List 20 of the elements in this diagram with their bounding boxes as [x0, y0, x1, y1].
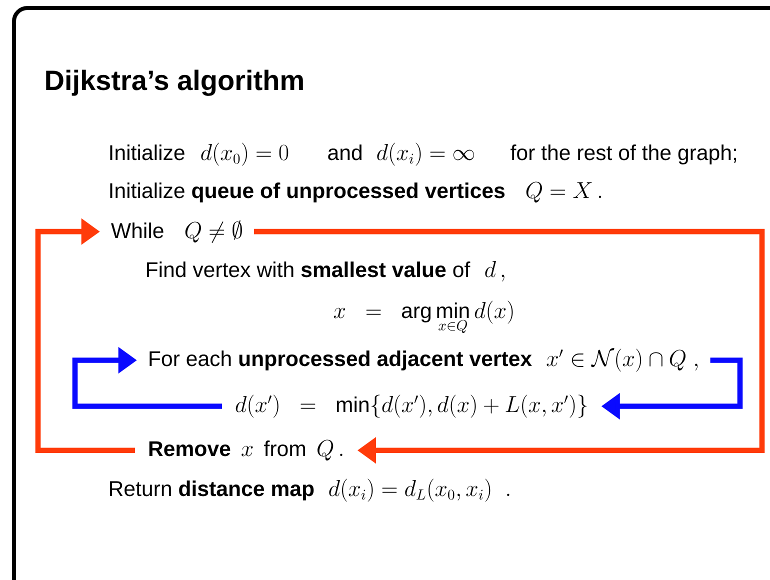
formula: $d\,,$ — [485, 261, 504, 282]
algorithm-step: While $Q \neq \emptyset$ — [111, 220, 242, 243]
step-text: Initialize queue of unprocessed vertices — [110, 182, 505, 202]
loop-arrow — [72, 346, 222, 409]
step-text: Return distance map — [110, 480, 314, 500]
algorithm-step: For each unprocessed adjacent vertex $x' \in \mathcal{N}(x) \cap Q\;,$ — [150, 348, 698, 372]
formula: $d(x_i) = \infty$ — [377, 142, 474, 166]
step-text: Initialize — [110, 144, 184, 160]
loop-arrow — [254, 228, 765, 464]
loop-arrow — [35, 218, 135, 454]
formula: $d(x_i) = d_L(x_0, x_i)\;\;.$ — [329, 478, 510, 502]
algorithm-step: $d(x') \;\;=\;\; \min\{d(x'), d(x) + L(x,x')\}$ — [236, 394, 587, 418]
formula: $x \;\;=\;\; \arg\min_{x \in Q} d(x)$ — [334, 300, 513, 334]
step-text: Find vertex with smallest value of — [147, 262, 470, 278]
formula: $Q = X\,.$ — [526, 182, 602, 202]
formula: $d(x_0) = 0$ — [201, 142, 288, 166]
step-text: for the rest of the graph; — [510, 144, 736, 164]
algorithm-step: Remove $x$ from $Q\,.$ — [149, 440, 342, 460]
slide-title: Dijkstra’s algorithm — [46, 70, 303, 96]
step-text: and — [328, 144, 362, 160]
